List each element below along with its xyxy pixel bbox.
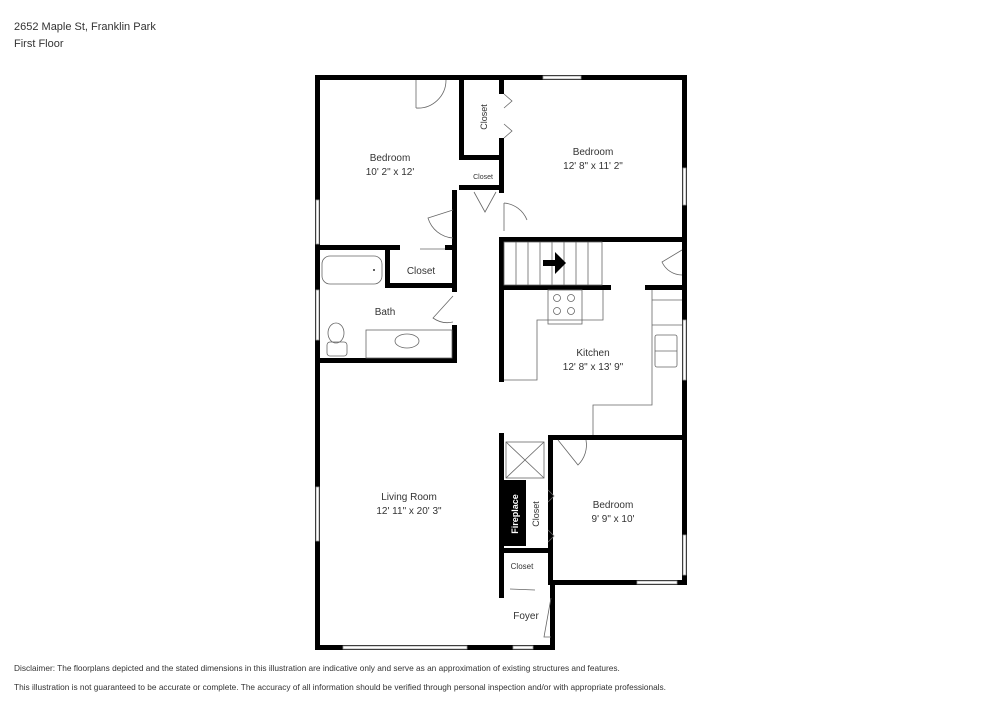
kitchen-name: Kitchen (576, 348, 609, 359)
bedroom3-name: Bedroom (593, 500, 634, 511)
fireplace-name: Fireplace (510, 494, 520, 534)
bedroom2-dims: 12' 8" x 11' 2" (563, 161, 623, 172)
foyer-name: Foyer (513, 611, 539, 622)
disclaimer-line-2: This illustration is not guaranteed to b… (14, 682, 666, 692)
stair-arrow-icon (543, 252, 566, 274)
bedroom1-name: Bedroom (370, 153, 411, 164)
fireplace-hearth (505, 441, 545, 479)
windows (315, 75, 687, 650)
kitchen-dims: 12' 8" x 13' 9" (563, 362, 624, 373)
doors (415, 79, 683, 638)
living-room-dims: 12' 11" x 20' 3" (376, 506, 442, 517)
living-room-name: Living Room (381, 492, 437, 503)
bedroom2-name: Bedroom (573, 147, 614, 158)
bath-name: Bath (375, 307, 396, 318)
bath-fixtures (321, 255, 453, 359)
kitchen-fixtures (504, 289, 682, 435)
closet-foyer-name: Closet (511, 562, 534, 571)
closet-bath-name: Closet (407, 266, 436, 277)
disclaimer-line-1: Disclaimer: The floorplans depicted and … (14, 663, 620, 673)
closet-bedroom3-name: Closet (531, 501, 541, 527)
floor-label: First Floor (14, 38, 64, 50)
interior-walls (320, 80, 687, 598)
stairs (503, 241, 603, 286)
bedroom1-dims: 10' 2" x 12' (366, 167, 415, 178)
closet-small-name: Closet (473, 174, 493, 181)
closet-tall-name: Closet (479, 104, 489, 130)
bedroom3-dims: 9' 9" x 10' (592, 514, 635, 525)
property-address: 2652 Maple St, Franklin Park (14, 21, 156, 33)
